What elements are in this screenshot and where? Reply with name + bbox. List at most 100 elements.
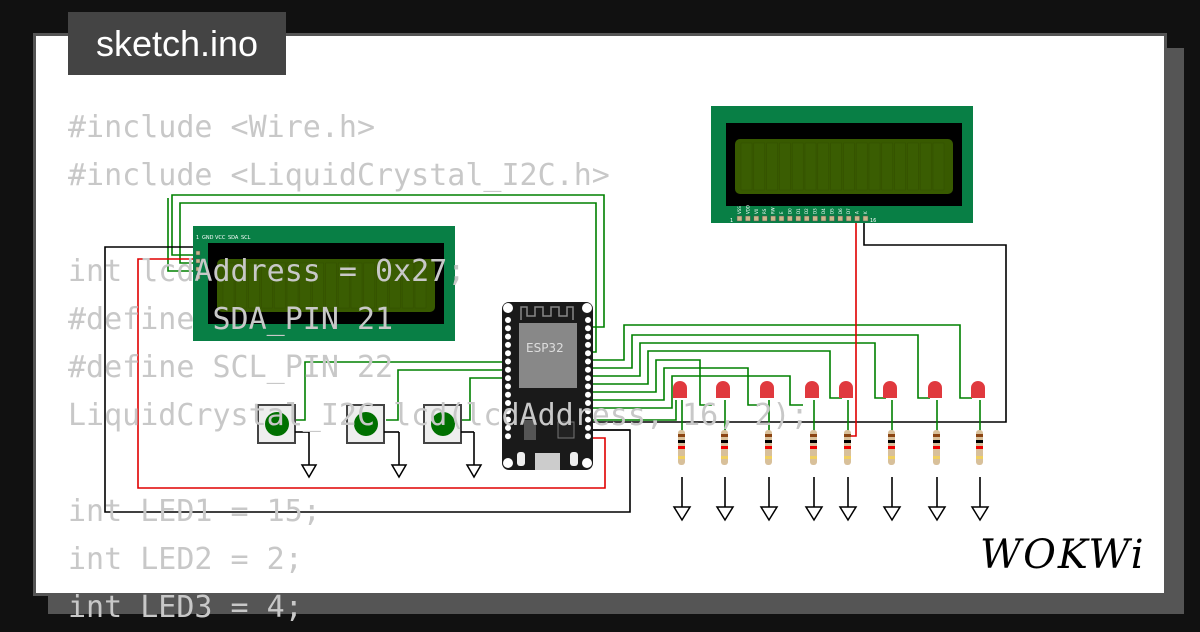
lcd2-pin (795, 215, 802, 222)
resistor-band (765, 446, 772, 449)
resistor-band (976, 456, 983, 459)
resistor-band (844, 446, 851, 449)
esp32-pin (505, 350, 511, 357)
lcd2-pin-label: VSS (737, 206, 742, 214)
lcd2-pin-label: VDD (745, 205, 750, 214)
lcd-char-cell (791, 142, 804, 191)
esp32-pin (585, 333, 591, 340)
esp32-pin (585, 391, 591, 398)
ground-icon (838, 506, 858, 522)
lcd1-pin-label: SCL (241, 235, 251, 241)
resistor-band (721, 456, 728, 459)
esp32-pin (585, 408, 591, 415)
esp32-pin (505, 391, 511, 398)
lcd-char-cell (855, 142, 868, 191)
esp32-pin (505, 358, 511, 365)
resistor-band (765, 434, 772, 437)
esp32-pin (505, 366, 511, 373)
lcd-parallel-display (711, 106, 973, 223)
lcd2-pin-label: D3 (813, 208, 818, 214)
led-icon (716, 381, 730, 398)
lcd-char-cell (740, 142, 753, 191)
lcd-char-cell (261, 262, 273, 309)
wire (590, 375, 803, 409)
wire (590, 350, 842, 399)
led-icon (805, 381, 819, 398)
lcd-char-cell (325, 262, 337, 309)
lcd-char-cell (389, 262, 401, 309)
wire (386, 369, 508, 421)
lcd1-pin-label: GND (202, 235, 214, 241)
led-icon (928, 381, 942, 398)
led-icon (760, 381, 774, 398)
lcd-char-cell (932, 142, 945, 191)
file-tab[interactable]: sketch.ino (68, 12, 286, 75)
lcd2-pin (753, 215, 760, 222)
resistor-band (933, 446, 940, 449)
led-icon (971, 381, 985, 398)
push-button[interactable] (257, 404, 296, 444)
lcd-char-cell (766, 142, 778, 191)
esp32-pin (585, 325, 591, 332)
lcd2-pin-label: D2 (804, 208, 809, 214)
lcd2-pin (845, 215, 852, 222)
lcd1-pin-number: 1 (196, 235, 199, 241)
lcd-char-cell (894, 142, 906, 191)
resistor-band (678, 446, 685, 449)
lcd2-pin-label: D5 (829, 208, 834, 214)
ground-icon (759, 506, 779, 522)
ground-icon (300, 464, 318, 479)
lcd-char-cell (299, 262, 312, 309)
ground-icon (927, 506, 947, 522)
push-button[interactable] (346, 404, 385, 444)
push-button[interactable] (423, 404, 462, 444)
resistor-band (888, 440, 895, 443)
resistor-band (888, 446, 895, 449)
lcd2-pin-label: D4 (821, 208, 826, 214)
esp32-pin (505, 433, 511, 440)
resistor-band (976, 446, 983, 449)
resistor-band (678, 440, 685, 443)
wokwi-logo: WOKWi (980, 532, 1146, 578)
resistor-band (721, 434, 728, 437)
lcd1-pin (195, 266, 201, 272)
lcd2-pin-label: V0 (754, 208, 759, 214)
esp32-pin (505, 333, 511, 340)
esp32-pin (585, 400, 591, 406)
lcd2-pin (820, 215, 827, 222)
esp32-pin (585, 416, 591, 423)
resistor-band (844, 440, 851, 443)
lcd2-pin (862, 215, 869, 222)
wire (590, 334, 930, 399)
lcd2-pin (736, 215, 743, 222)
resistor-band (765, 440, 772, 443)
lcd-char-cell (248, 262, 260, 309)
lcd1-pin (195, 258, 201, 264)
resistor-band (933, 440, 940, 443)
lcd2-pin-first: 1 (730, 218, 733, 224)
wire (590, 359, 712, 406)
lcd-char-cell (753, 142, 766, 191)
lcd-char-cell (414, 262, 427, 309)
esp32-pin (505, 424, 511, 431)
lcd2-pin-label: D1 (796, 208, 801, 214)
lcd-char-cell (273, 262, 286, 309)
lcd-char-cell (376, 262, 388, 309)
usb-port (535, 453, 560, 470)
mount-hole (503, 458, 513, 468)
resistor-band (810, 446, 817, 449)
resistor-band (933, 434, 940, 437)
wire (179, 202, 597, 353)
lcd2-pin-label: D6 (838, 208, 843, 214)
lcd-char-cell (350, 262, 363, 309)
lcd2-pin (803, 215, 810, 222)
esp32-pin (505, 317, 511, 323)
esp32-pin (505, 325, 511, 332)
lcd2-pin (829, 215, 835, 222)
resistor-band (721, 446, 728, 449)
ground-icon (390, 464, 408, 479)
lcd2-pin-label: A (855, 211, 860, 214)
lcd1-pin-label: VCC (215, 235, 226, 241)
lcd-char-cell (817, 142, 830, 191)
lcd-char-cell (779, 142, 791, 191)
